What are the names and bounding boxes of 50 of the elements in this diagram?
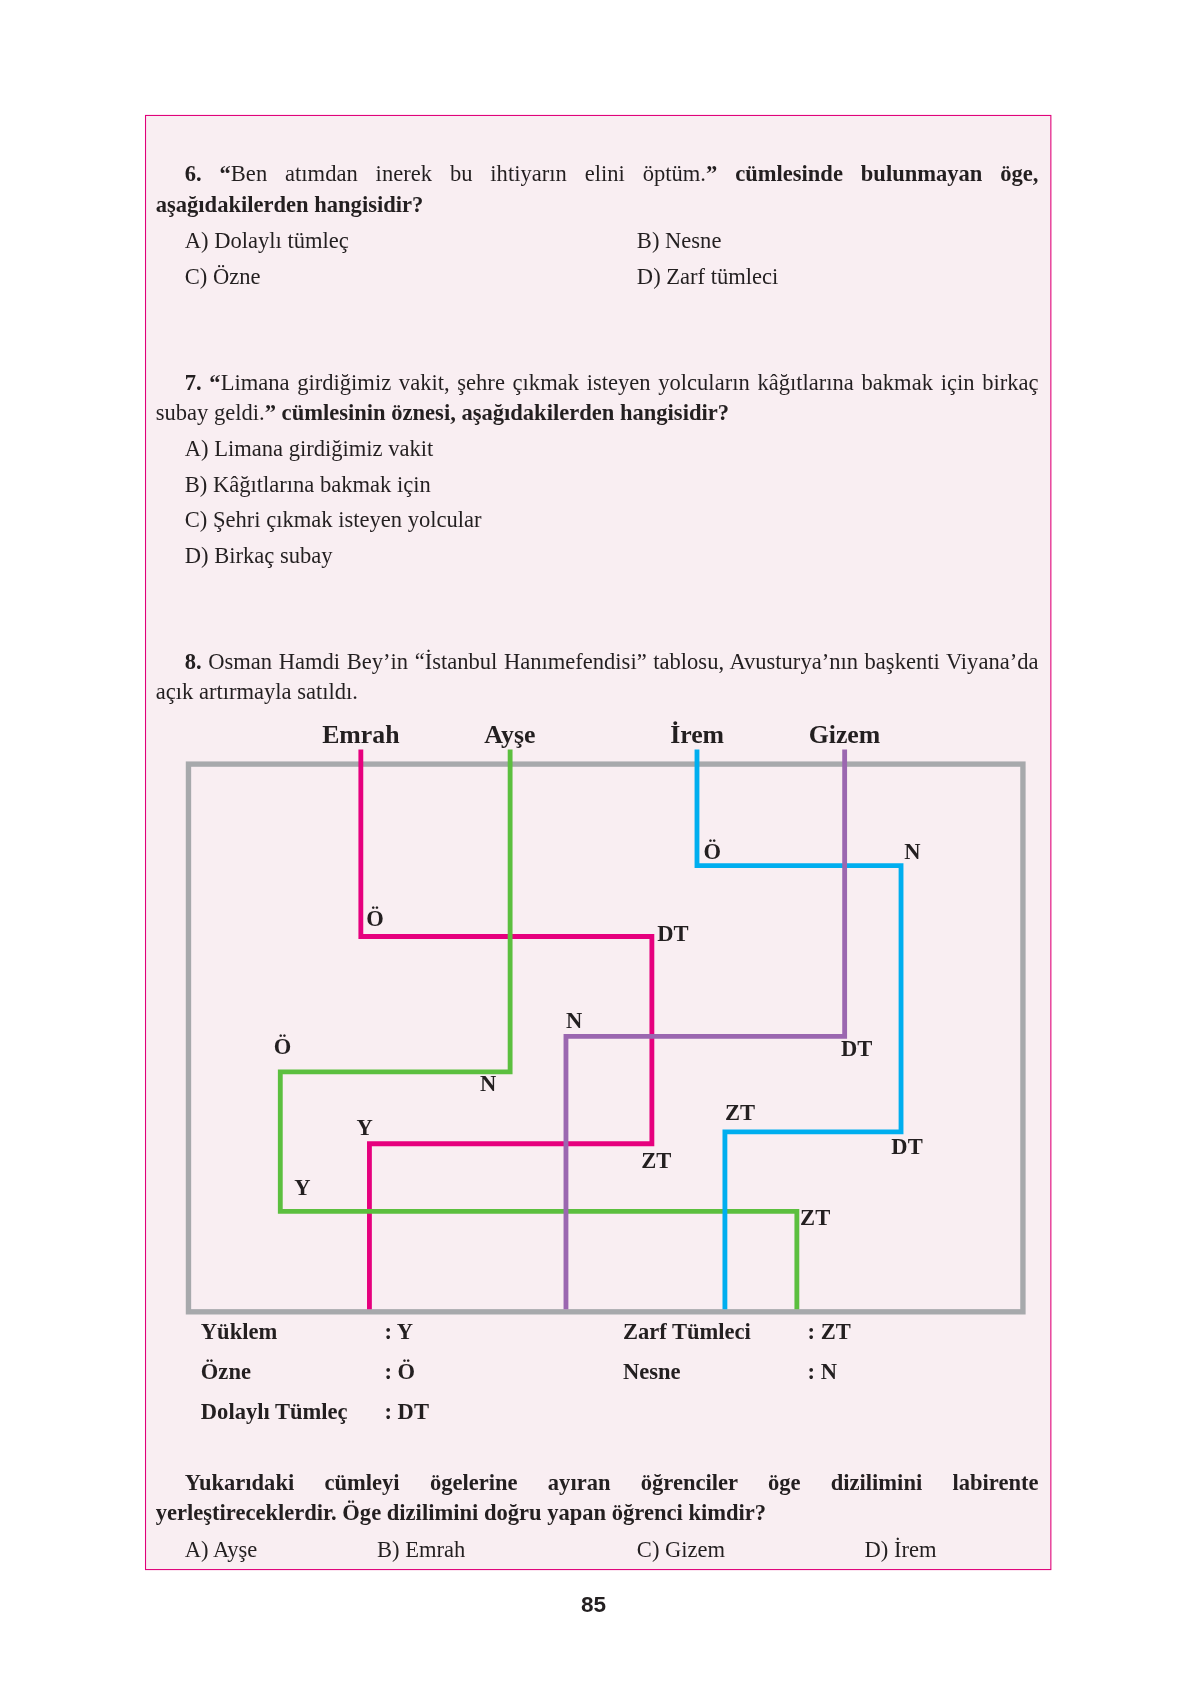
answer-option: A) Dolaylı tümleç (184, 225, 349, 256)
page-number: 85 (581, 1590, 607, 1619)
key-term: Yüklem (200, 1317, 278, 1347)
answer-option: A) Limana girdiğimiz vakit (184, 433, 434, 464)
maze-letter: DT (891, 1133, 923, 1162)
answer-option: B) Nesne (636, 225, 722, 256)
maze-letter: DT (657, 919, 689, 949)
question-text: 7. “Limana girdiğimiz vakit, şehre çıkmak isteyen yolcuların kâğıtlarına bakmak için birkaç subay geldi.” cümlesinin öznesi, aşağıdakilerden hangisidir? (155, 368, 1039, 428)
key-abbreviation: : ZT (807, 1317, 851, 1347)
maze-letter: ZT (800, 1203, 831, 1233)
student-name: Ayşe (484, 719, 536, 750)
key-term: Nesne (622, 1357, 681, 1387)
key-abbreviation: : Ö (384, 1357, 416, 1387)
key-term: Özne (200, 1357, 251, 1387)
question-text: 8. Osman Hamdi Bey’in “İstanbul Hanımefendisi” tablosu, Avusturya’nın başkenti Viyana’da açık artırmayla satıldı. (155, 647, 1039, 707)
maze-frame (185, 761, 1026, 1315)
maze-letter: Ö (703, 837, 721, 867)
answer-option: A) Ayşe (184, 1534, 258, 1565)
maze-letter: Ö (366, 904, 384, 934)
key-term: Dolaylı Tümleç (200, 1397, 348, 1427)
maze-path (694, 749, 904, 1310)
key-abbreviation: : DT (384, 1397, 429, 1427)
student-name: Gizem (808, 719, 881, 750)
maze-path (358, 749, 655, 1310)
maze-letter: Y (294, 1173, 311, 1203)
answer-option: B) Emrah (376, 1534, 466, 1565)
maze-letter: N (565, 1006, 583, 1036)
student-name: İrem (670, 719, 725, 750)
answer-option: C) Şehri çıkmak isteyen yolcular (184, 504, 482, 535)
answer-option: B) Kâğıtlarına bakmak için (184, 469, 431, 500)
answer-option: D) Zarf tümleci (636, 260, 779, 292)
maze-letter: N (904, 837, 921, 867)
answer-option: C) Gizem (636, 1534, 726, 1565)
key-abbreviation: : N (807, 1357, 838, 1387)
answer-option: D) İrem (864, 1534, 937, 1565)
key-term: Zarf Tümleci (622, 1317, 751, 1347)
maze-letter: DT (840, 1034, 873, 1064)
maze-letter: Y (356, 1113, 373, 1143)
maze-path (563, 749, 848, 1310)
maze-letter: N (480, 1069, 497, 1099)
question-text: Yukarıdaki cümleyi ögelerine ayıran öğrenciler öge dizilimini labirente yerleştireceklerdir. Öge dizilimini doğru yapan öğrenci kimdir? (155, 1468, 1039, 1527)
answer-option: D) Birkaç subay (184, 540, 333, 571)
maze-letter: ZT (641, 1147, 672, 1176)
key-abbreviation: : Y (384, 1317, 414, 1347)
student-name: Emrah (322, 719, 400, 750)
maze-letter: Ö (273, 1032, 292, 1061)
question-text: 6. “Ben atımdan inerek bu ihtiyarın elini öptüm.” cümlesinde bulunmayan öge, aşağıdakilerden hangisidir? (155, 160, 1039, 219)
answer-option: C) Özne (184, 260, 261, 292)
maze-path (277, 749, 800, 1310)
maze-letter: ZT (724, 1098, 755, 1128)
